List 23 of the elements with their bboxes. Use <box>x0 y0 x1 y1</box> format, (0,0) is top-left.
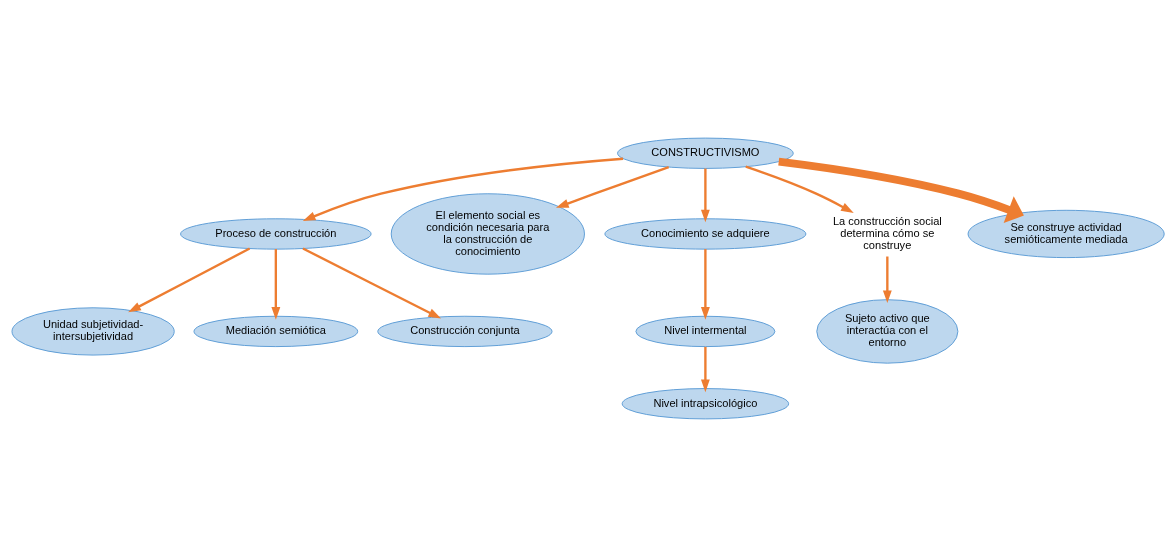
node-ellipse: El elemento social es condición necesaria para la construcción de conocimiento <box>390 193 585 275</box>
arrow <box>302 157 624 221</box>
arrow <box>700 346 710 393</box>
arrow <box>555 165 670 208</box>
arrow <box>271 249 281 320</box>
node-ellipse: Construcción conjunta <box>377 315 553 348</box>
arrow <box>128 247 251 313</box>
node-ellipse: CONSTRUCTIVISMO <box>617 137 794 169</box>
arrow <box>700 249 710 320</box>
arrow <box>302 247 442 319</box>
node-ellipse: Unidad subjetividad-intersubjetividad <box>11 307 175 356</box>
arrow <box>745 165 854 214</box>
arrow <box>700 168 710 223</box>
node-ellipse: Nivel intrapsicológico <box>621 388 790 420</box>
node-text: La construcción social determina cómo se construye <box>832 215 942 251</box>
arrow <box>882 256 892 304</box>
node-ellipse: Se construye actividad semióticamente mediada <box>967 209 1165 259</box>
node-ellipse: Conocimiento se adquiere <box>604 218 807 250</box>
node-ellipse: Proceso de construcción <box>180 218 372 250</box>
node-ellipse: Sujeto activo que interactúa con el entorno <box>816 299 959 364</box>
arrow <box>778 157 1024 224</box>
node-ellipse: Nivel intermental <box>635 315 776 348</box>
node-ellipse: Mediación semiótica <box>193 315 359 348</box>
